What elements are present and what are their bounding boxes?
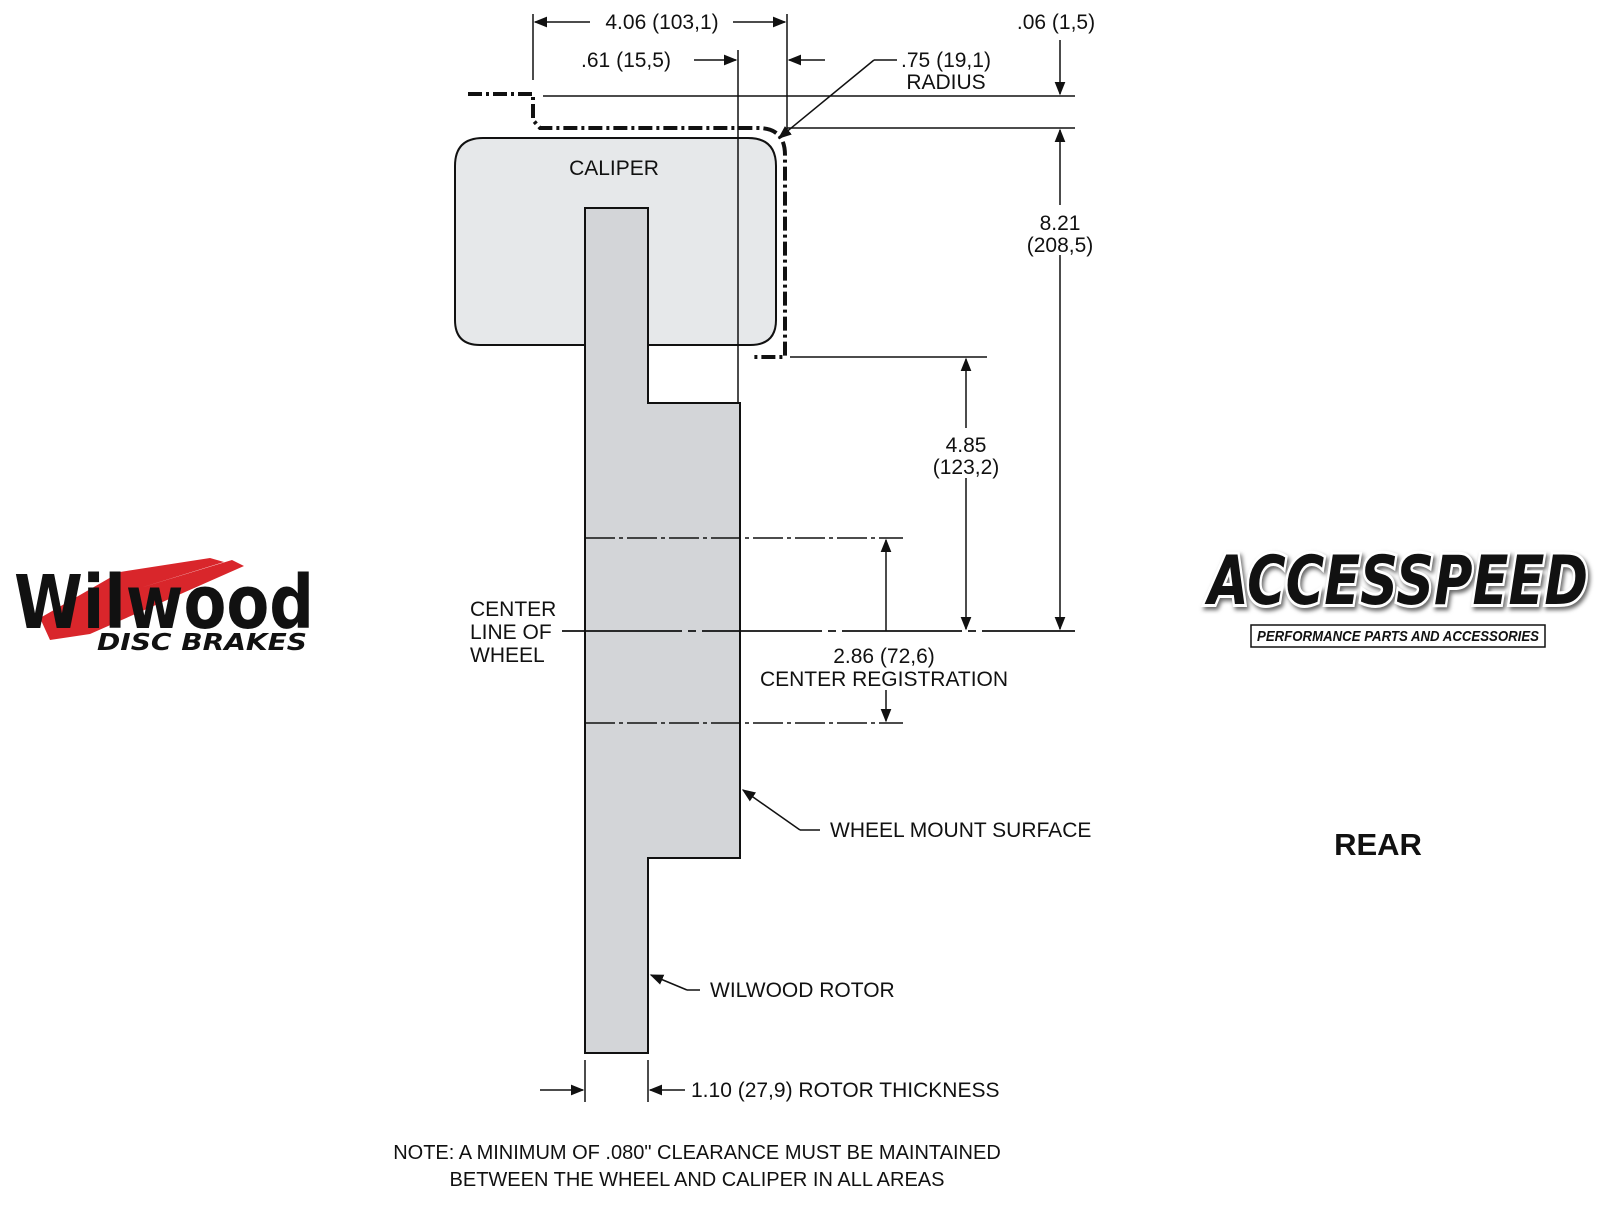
- wheel-mount-leader-diagonal: [741, 789, 801, 831]
- wilwood-logo: Wilwood DISC BRAKES: [14, 558, 314, 656]
- wilwood-wordmark: Wilwood: [14, 560, 314, 646]
- dim-registration-label: CENTER REGISTRATION: [760, 668, 1008, 691]
- rear-label: REAR: [1334, 827, 1422, 862]
- accespeed-tagline-band: [1250, 624, 1546, 648]
- centerline-label-line3: WHEEL: [470, 644, 545, 667]
- dim-center-in: 4.85: [946, 434, 987, 457]
- dim-registration-value: 2.86 (72,6): [833, 645, 935, 668]
- accespeed-tagline: PERFORMANCE PARTS AND ACCESSORIES: [1257, 628, 1539, 645]
- radius-leader-diagonal: [777, 59, 875, 139]
- accespeed-logo: ACCESSPEED PERFORMANCE PARTS AND ACCESSO…: [1201, 539, 1591, 648]
- dim-height-mm: (208,5): [1027, 234, 1094, 257]
- wheel-mount-label: WHEEL MOUNT SURFACE: [830, 819, 1091, 842]
- dim-rotor-thickness: 1.10 (27,9) ROTOR THICKNESS: [691, 1079, 1000, 1102]
- note-line1: NOTE: A MINIMUM OF .080" CLEARANCE MUST …: [393, 1142, 1001, 1164]
- rotor-leader-diagonal: [649, 974, 688, 991]
- radius-label: RADIUS: [906, 71, 985, 94]
- dim-height-in: 8.21: [1040, 212, 1081, 235]
- note-line2: BETWEEN THE WHEEL AND CALIPER IN ALL ARE…: [450, 1169, 945, 1191]
- rotor-label: WILWOOD ROTOR: [710, 979, 895, 1002]
- caliper-label: CALIPER: [569, 157, 659, 180]
- wilwood-tagline: DISC BRAKES: [97, 630, 307, 656]
- accespeed-wordmark: ACCESSPEED: [1204, 542, 1588, 621]
- centerline-label-line2: LINE OF: [470, 621, 552, 644]
- centerline-label-line1: CENTER: [470, 598, 556, 621]
- wilwood-red-swoosh: [40, 558, 244, 640]
- dim-center-mm: (123,2): [933, 456, 1000, 479]
- dim-offset: .61 (15,5): [581, 49, 671, 72]
- dim-gap: .06 (1,5): [1017, 11, 1095, 34]
- caliper-body: [454, 137, 777, 346]
- dim-overall-width: 4.06 (103,1): [605, 11, 718, 34]
- wheel-envelope: [468, 92, 787, 359]
- radius-value: .75 (19,1): [901, 49, 991, 72]
